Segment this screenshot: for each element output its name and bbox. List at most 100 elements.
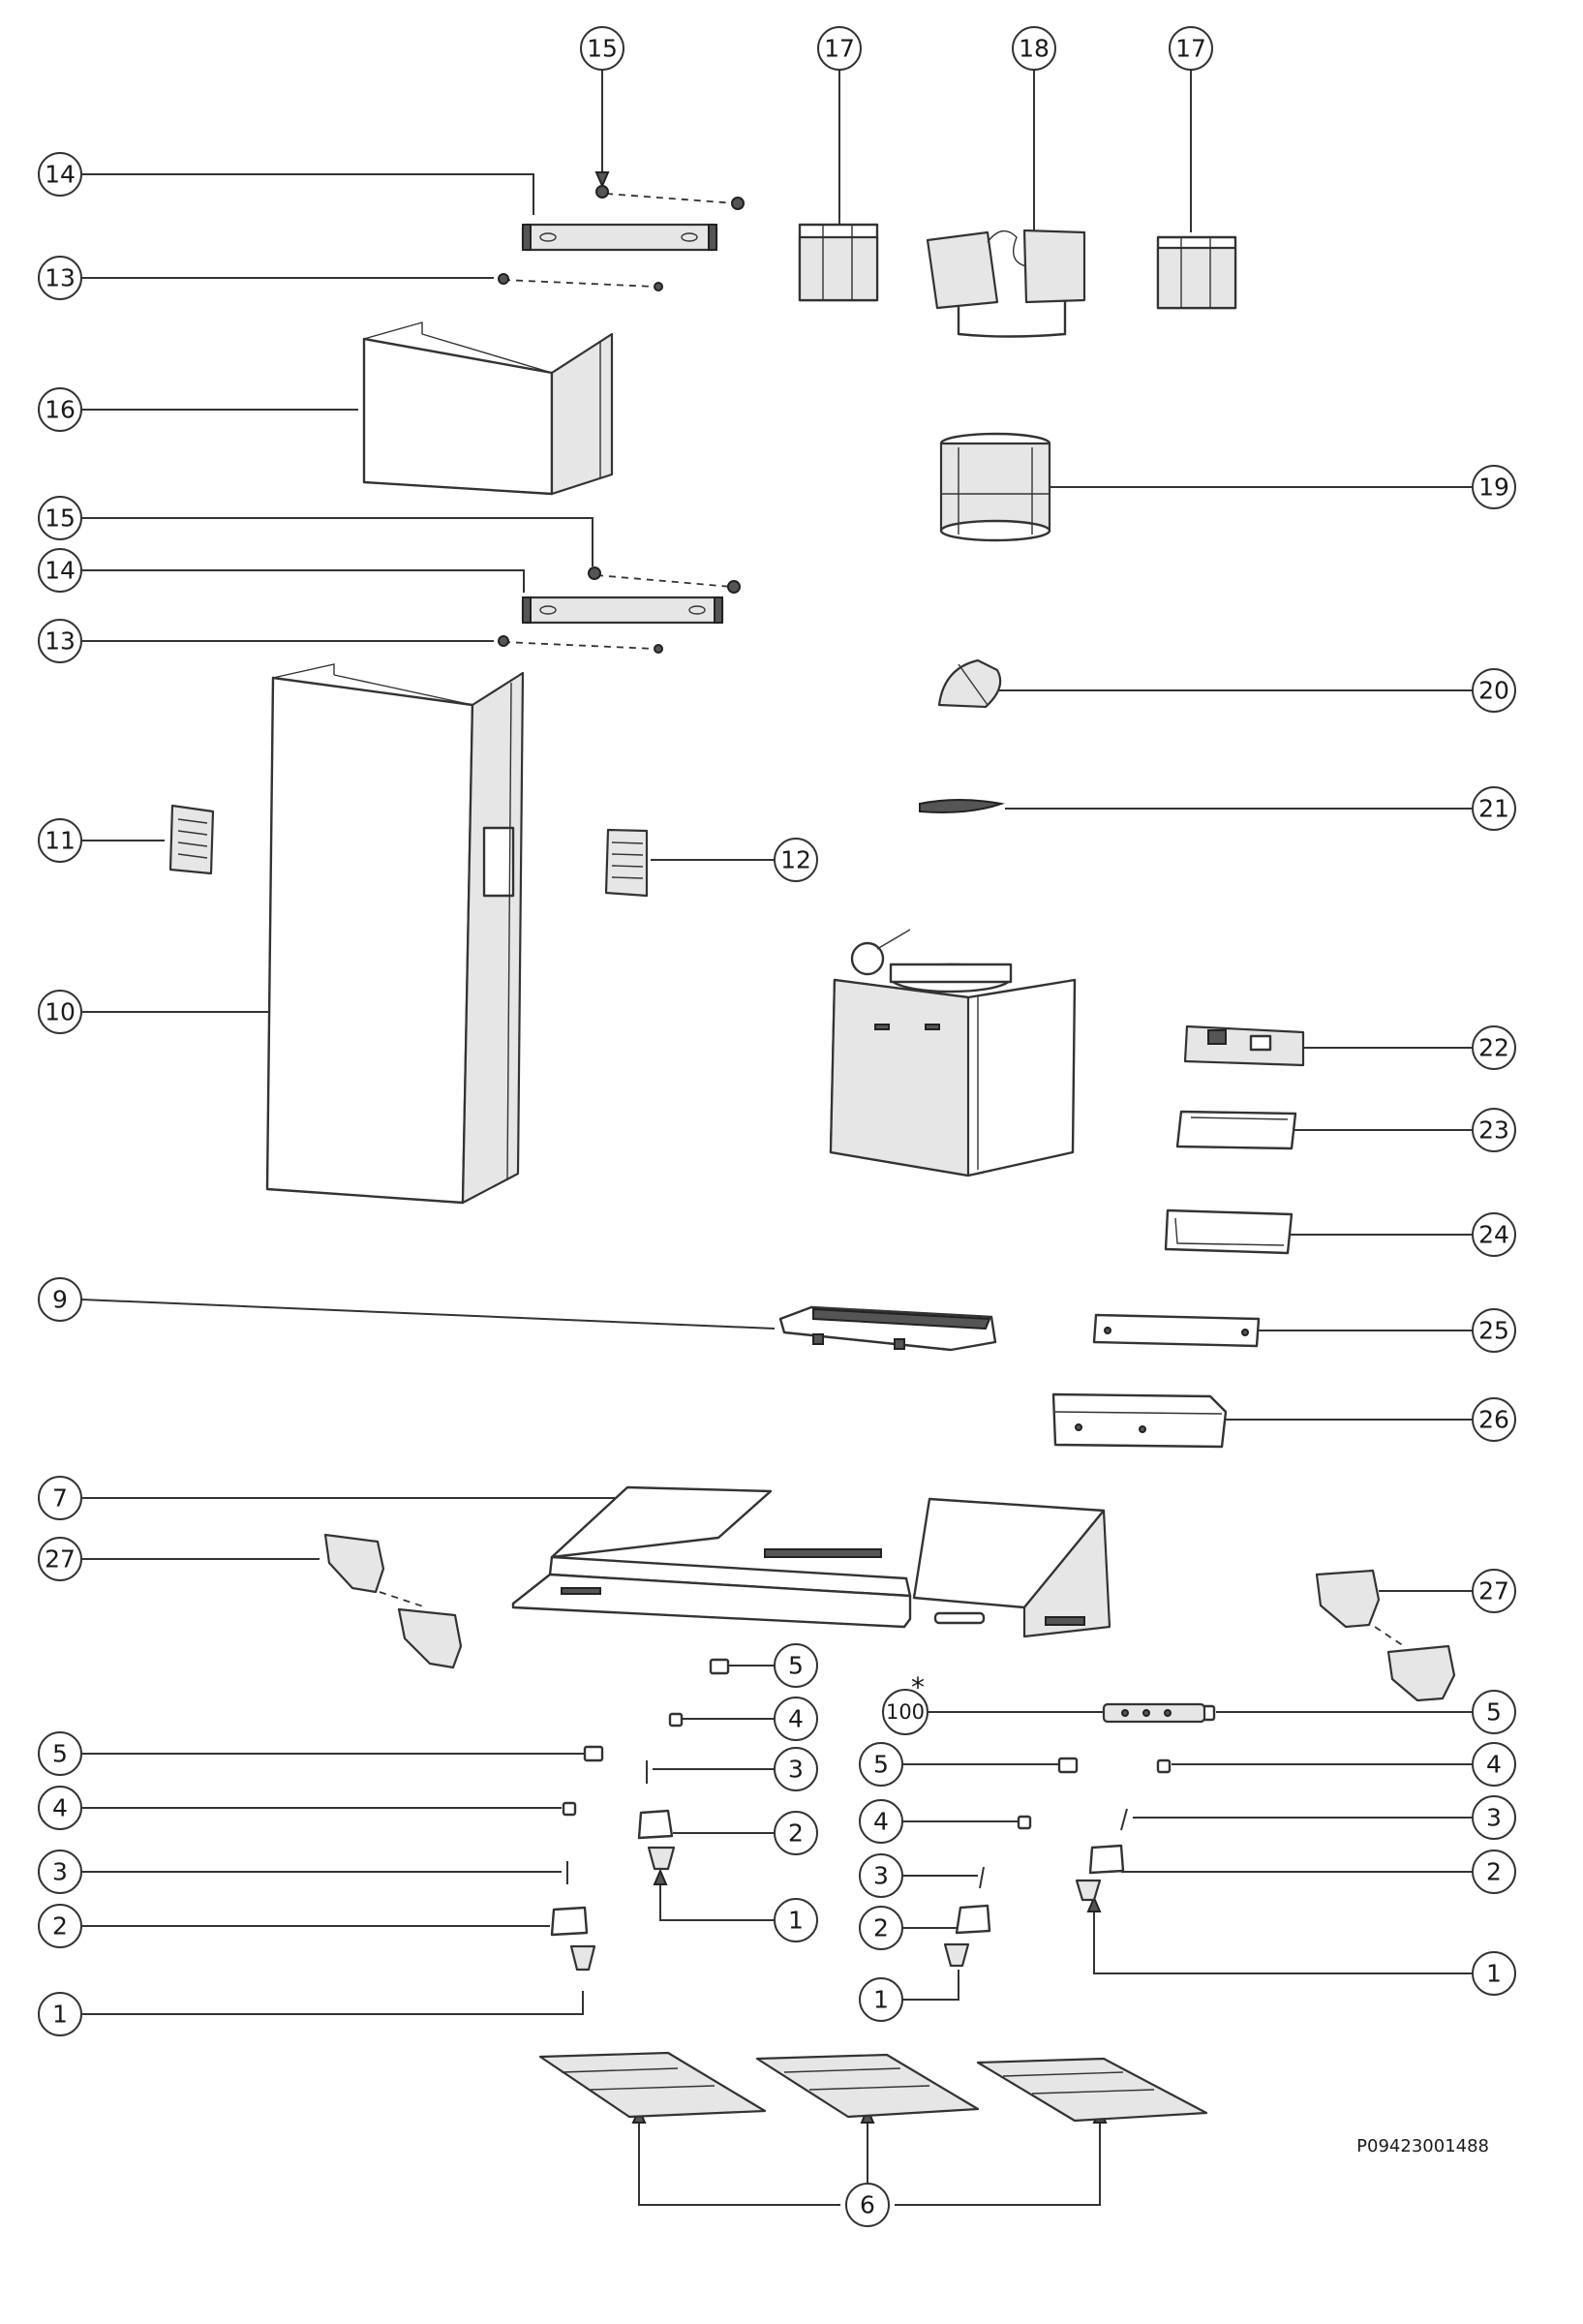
svg-text:4: 4 bbox=[1486, 1751, 1502, 1779]
svg-text:15: 15 bbox=[45, 505, 76, 533]
svg-text:21: 21 bbox=[1478, 795, 1509, 823]
part-motor-housing bbox=[829, 929, 1077, 1177]
callout-1: 1 bbox=[38, 1992, 82, 2036]
part-middle-bracket bbox=[498, 566, 741, 654]
svg-text:2: 2 bbox=[52, 1912, 68, 1941]
part-lower-chimney bbox=[265, 663, 525, 1205]
part-capacitor-box bbox=[1164, 1208, 1294, 1255]
callout-labels: 15 17 18 17 14 13 16 19 15 14 13 20 21 1… bbox=[38, 26, 1516, 2227]
part-duct-connector-right bbox=[1156, 235, 1237, 310]
svg-text:5: 5 bbox=[52, 1740, 68, 1768]
svg-text:23: 23 bbox=[1478, 1116, 1509, 1145]
svg-text:10: 10 bbox=[45, 998, 76, 1026]
svg-text:18: 18 bbox=[1019, 35, 1050, 63]
svg-text:3: 3 bbox=[873, 1862, 889, 1890]
callout-20: 20 bbox=[1472, 668, 1516, 713]
part-upper-chimney bbox=[362, 321, 614, 496]
callout-26: 26 bbox=[1472, 1397, 1516, 1442]
svg-text:3: 3 bbox=[52, 1858, 68, 1886]
callout-11: 11 bbox=[38, 818, 82, 863]
svg-text:16: 16 bbox=[45, 396, 76, 424]
part-base-plate bbox=[778, 1305, 997, 1352]
svg-text:11: 11 bbox=[45, 827, 76, 855]
callout-5: 5 bbox=[38, 1731, 82, 1776]
svg-text:25: 25 bbox=[1478, 1317, 1509, 1345]
svg-text:5: 5 bbox=[1486, 1698, 1502, 1727]
svg-text:1: 1 bbox=[873, 1986, 889, 2014]
drawing-reference-code: P09423001488 bbox=[1356, 2136, 1489, 2156]
part-hood-canopy bbox=[511, 1485, 1111, 1638]
svg-text:15: 15 bbox=[587, 35, 618, 63]
svg-text:12: 12 bbox=[780, 846, 811, 874]
callout-15: 15 bbox=[580, 26, 624, 71]
svg-text:2: 2 bbox=[873, 1914, 889, 1942]
callout-15: 15 bbox=[38, 496, 82, 540]
part-lamp-sets bbox=[550, 1658, 1216, 1972]
callout-3: 3 bbox=[774, 1747, 818, 1791]
callout-3: 3 bbox=[859, 1853, 903, 1898]
svg-text:4: 4 bbox=[52, 1794, 68, 1822]
callout-25: 25 bbox=[1472, 1308, 1516, 1353]
callout-100: 100 bbox=[882, 1689, 928, 1735]
svg-text:26: 26 bbox=[1478, 1406, 1509, 1434]
part-control-board bbox=[1183, 1024, 1305, 1067]
part-terminal-box bbox=[1175, 1110, 1297, 1150]
parts bbox=[168, 185, 1456, 2123]
part-grease-filters bbox=[538, 2051, 1208, 2123]
callout-10: 10 bbox=[38, 990, 82, 1034]
callout-4: 4 bbox=[1472, 1742, 1516, 1787]
svg-text:14: 14 bbox=[45, 161, 76, 189]
part-cover-plate bbox=[1092, 1313, 1261, 1348]
svg-text:1: 1 bbox=[1486, 1960, 1502, 1988]
callout-17: 17 bbox=[1169, 26, 1213, 71]
svg-text:13: 13 bbox=[45, 264, 76, 292]
part-y-duct bbox=[926, 229, 1086, 338]
leader-lines bbox=[80, 68, 1472, 2206]
part-corner-cover-right bbox=[1315, 1569, 1456, 1702]
callout-22: 22 bbox=[1472, 1025, 1516, 1070]
callout-19: 19 bbox=[1472, 465, 1516, 509]
svg-text:27: 27 bbox=[45, 1545, 76, 1574]
svg-text:1: 1 bbox=[788, 1907, 804, 1935]
callout-13: 13 bbox=[38, 619, 82, 663]
callout-3: 3 bbox=[1472, 1795, 1516, 1840]
callout-23: 23 bbox=[1472, 1108, 1516, 1152]
svg-text:19: 19 bbox=[1478, 474, 1509, 502]
svg-text:17: 17 bbox=[824, 35, 855, 63]
svg-text:2: 2 bbox=[788, 1819, 804, 1848]
part-duct-connector-left bbox=[798, 223, 879, 302]
svg-text:20: 20 bbox=[1478, 677, 1509, 705]
svg-text:4: 4 bbox=[788, 1705, 804, 1733]
callout-2: 2 bbox=[859, 1906, 903, 1950]
callout-5: 5 bbox=[859, 1742, 903, 1787]
callout-1: 1 bbox=[859, 1977, 903, 2022]
part-check-valve bbox=[937, 658, 1002, 709]
callout-27: 27 bbox=[38, 1537, 82, 1581]
part-grille-left bbox=[168, 804, 215, 875]
svg-text:27: 27 bbox=[1478, 1577, 1509, 1605]
callout-17: 17 bbox=[817, 26, 862, 71]
svg-text:13: 13 bbox=[45, 627, 76, 656]
svg-text:6: 6 bbox=[860, 2191, 875, 2219]
callout-16: 16 bbox=[38, 387, 82, 432]
callout-6: 6 bbox=[845, 2183, 890, 2227]
svg-text:2: 2 bbox=[1486, 1858, 1502, 1886]
svg-text:1: 1 bbox=[52, 2001, 68, 2029]
svg-text:9: 9 bbox=[52, 1286, 68, 1314]
callout-21: 21 bbox=[1472, 786, 1516, 831]
callout-7: 7 bbox=[38, 1476, 82, 1520]
callout-2: 2 bbox=[1472, 1850, 1516, 1894]
callout-18: 18 bbox=[1012, 26, 1056, 71]
svg-text:4: 4 bbox=[873, 1808, 889, 1836]
callout-2: 2 bbox=[774, 1811, 818, 1855]
svg-text:3: 3 bbox=[1486, 1804, 1502, 1832]
svg-text:5: 5 bbox=[788, 1652, 804, 1680]
callout-3: 3 bbox=[38, 1850, 82, 1894]
svg-text:22: 22 bbox=[1478, 1034, 1509, 1062]
svg-text:24: 24 bbox=[1478, 1221, 1509, 1249]
callout-2: 2 bbox=[38, 1904, 82, 1948]
callout-24: 24 bbox=[1472, 1212, 1516, 1257]
callout-4: 4 bbox=[38, 1786, 82, 1830]
part-top-bracket bbox=[498, 185, 745, 291]
